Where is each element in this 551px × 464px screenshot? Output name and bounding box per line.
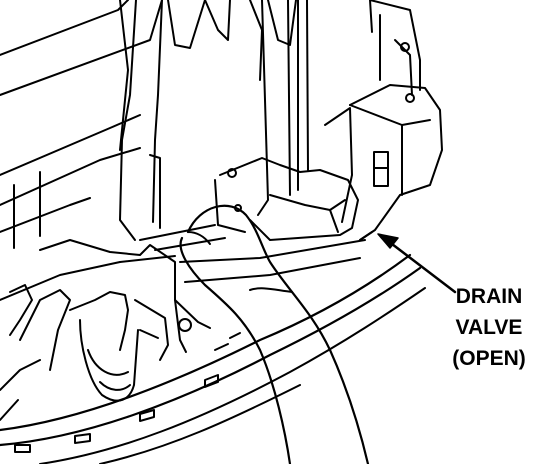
right-housing xyxy=(324,0,443,241)
callout-arrow xyxy=(377,233,457,294)
callout-line-2: VALVE xyxy=(455,316,523,339)
lower-basin xyxy=(0,239,211,421)
vertical-posts xyxy=(119,0,309,241)
callout-line-1: DRAIN xyxy=(455,285,523,308)
crossmember xyxy=(0,224,373,301)
callout-line-3: (OPEN) xyxy=(452,347,526,370)
drain-valve-callout: DRAIN VALVE (OPEN) xyxy=(432,281,546,374)
base-ring xyxy=(0,253,426,464)
drain-hose xyxy=(179,204,370,464)
frame-panels xyxy=(0,0,373,249)
valve-bracket xyxy=(214,157,359,241)
